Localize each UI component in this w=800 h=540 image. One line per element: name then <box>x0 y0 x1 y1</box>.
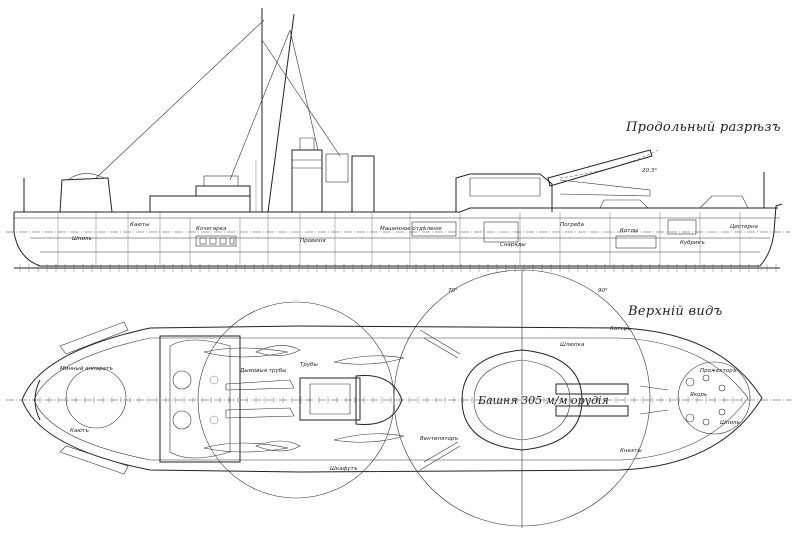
arc-circle-bow <box>677 361 751 435</box>
top-annotation: Трубы <box>300 362 318 368</box>
aft-boat <box>203 175 239 187</box>
bow-fittings <box>639 374 726 426</box>
vent-2 <box>172 410 192 430</box>
turret-top <box>461 349 583 451</box>
hull-outline <box>13 203 783 267</box>
top-annotation: Каютъ <box>70 428 89 434</box>
funnel-top <box>299 137 315 150</box>
side-profile: 20.3° Кочегарка Машинное отдѣленіеСнаряды… <box>6 8 790 272</box>
conning-tower-side <box>325 153 349 183</box>
stern-boom-upper <box>59 321 129 355</box>
aft-superstructure <box>149 195 251 212</box>
deck-outline <box>21 325 763 473</box>
arc-left-label: 70° <box>448 288 458 294</box>
forecastle-house <box>699 195 749 209</box>
aft-boat-deck <box>195 185 251 196</box>
conning-tower-top <box>355 375 403 425</box>
side-annotation: Котлы <box>620 228 639 234</box>
top-annotation: Прожекторъ <box>700 368 737 374</box>
top-annotation: Якорь <box>689 392 707 398</box>
top-annotation: Шлюпка <box>560 342 585 348</box>
gun-barrel-side <box>547 149 653 187</box>
top-annotation: Шпиль <box>720 420 740 426</box>
funnel-top-view <box>299 377 361 421</box>
side-annotation: Машинное отдѣленіе <box>380 226 443 232</box>
vent-1 <box>172 370 192 390</box>
bow-deckhouse <box>599 199 649 209</box>
derrick-post <box>267 13 295 213</box>
top-annotation: Дымовыя трубы <box>239 368 287 374</box>
side-view-title: Продольный разрѣзъ <box>626 120 781 135</box>
gun-barrel-top-2 <box>555 405 629 417</box>
side-annotation: Снаряды <box>500 242 526 248</box>
side-annotation: Погреба <box>560 222 585 228</box>
stern-curve <box>34 379 41 421</box>
upper-deck-line <box>14 207 778 213</box>
top-annotation: Кнехты <box>620 448 642 454</box>
boats <box>203 345 405 453</box>
arc-circle-stern <box>65 367 127 429</box>
top-annotation: Катеръ <box>610 326 631 332</box>
gun-barrel-top-1 <box>555 383 629 395</box>
davit-lines <box>419 329 461 471</box>
elevation-arc <box>559 149 659 179</box>
aft-deckhouse <box>59 177 113 213</box>
turret-label: Башня 305 м/м орудія <box>477 394 609 407</box>
funnel-2 <box>351 155 375 212</box>
bulkheads <box>57 212 741 266</box>
top-view-title: Верхній видъ <box>628 304 723 319</box>
aft-hood <box>67 173 105 181</box>
top-annotation: Вентиляторъ <box>420 436 458 442</box>
machinery-blocks <box>195 219 697 249</box>
top-plan: 70° 90° <box>6 269 792 528</box>
top-annotation: Минный аппаратъ <box>60 366 113 372</box>
side-annotation: Кочегарка <box>196 226 227 232</box>
second-gun <box>559 179 651 197</box>
side-annotation: Цистерна <box>730 224 759 230</box>
frame-ticks <box>19 264 777 272</box>
gun-elevation-label: 20.3° <box>642 168 657 174</box>
side-annotation: Провизія <box>300 238 326 244</box>
side-annotation: Кубрикъ <box>680 240 705 246</box>
arc-right-label: 90° <box>598 288 608 294</box>
funnel-1 <box>291 149 323 212</box>
stern-boom-lower <box>59 445 129 475</box>
turret-side <box>455 173 553 212</box>
stay-line <box>95 19 265 179</box>
top-annotation: Шкафутъ <box>330 466 358 472</box>
side-annotation: Шпиль <box>72 236 92 242</box>
center-ticks <box>39 397 743 403</box>
aft-deckhouse-top <box>159 335 241 463</box>
deck-inner-edge <box>33 337 749 461</box>
side-annotation: Каюты <box>130 222 150 228</box>
